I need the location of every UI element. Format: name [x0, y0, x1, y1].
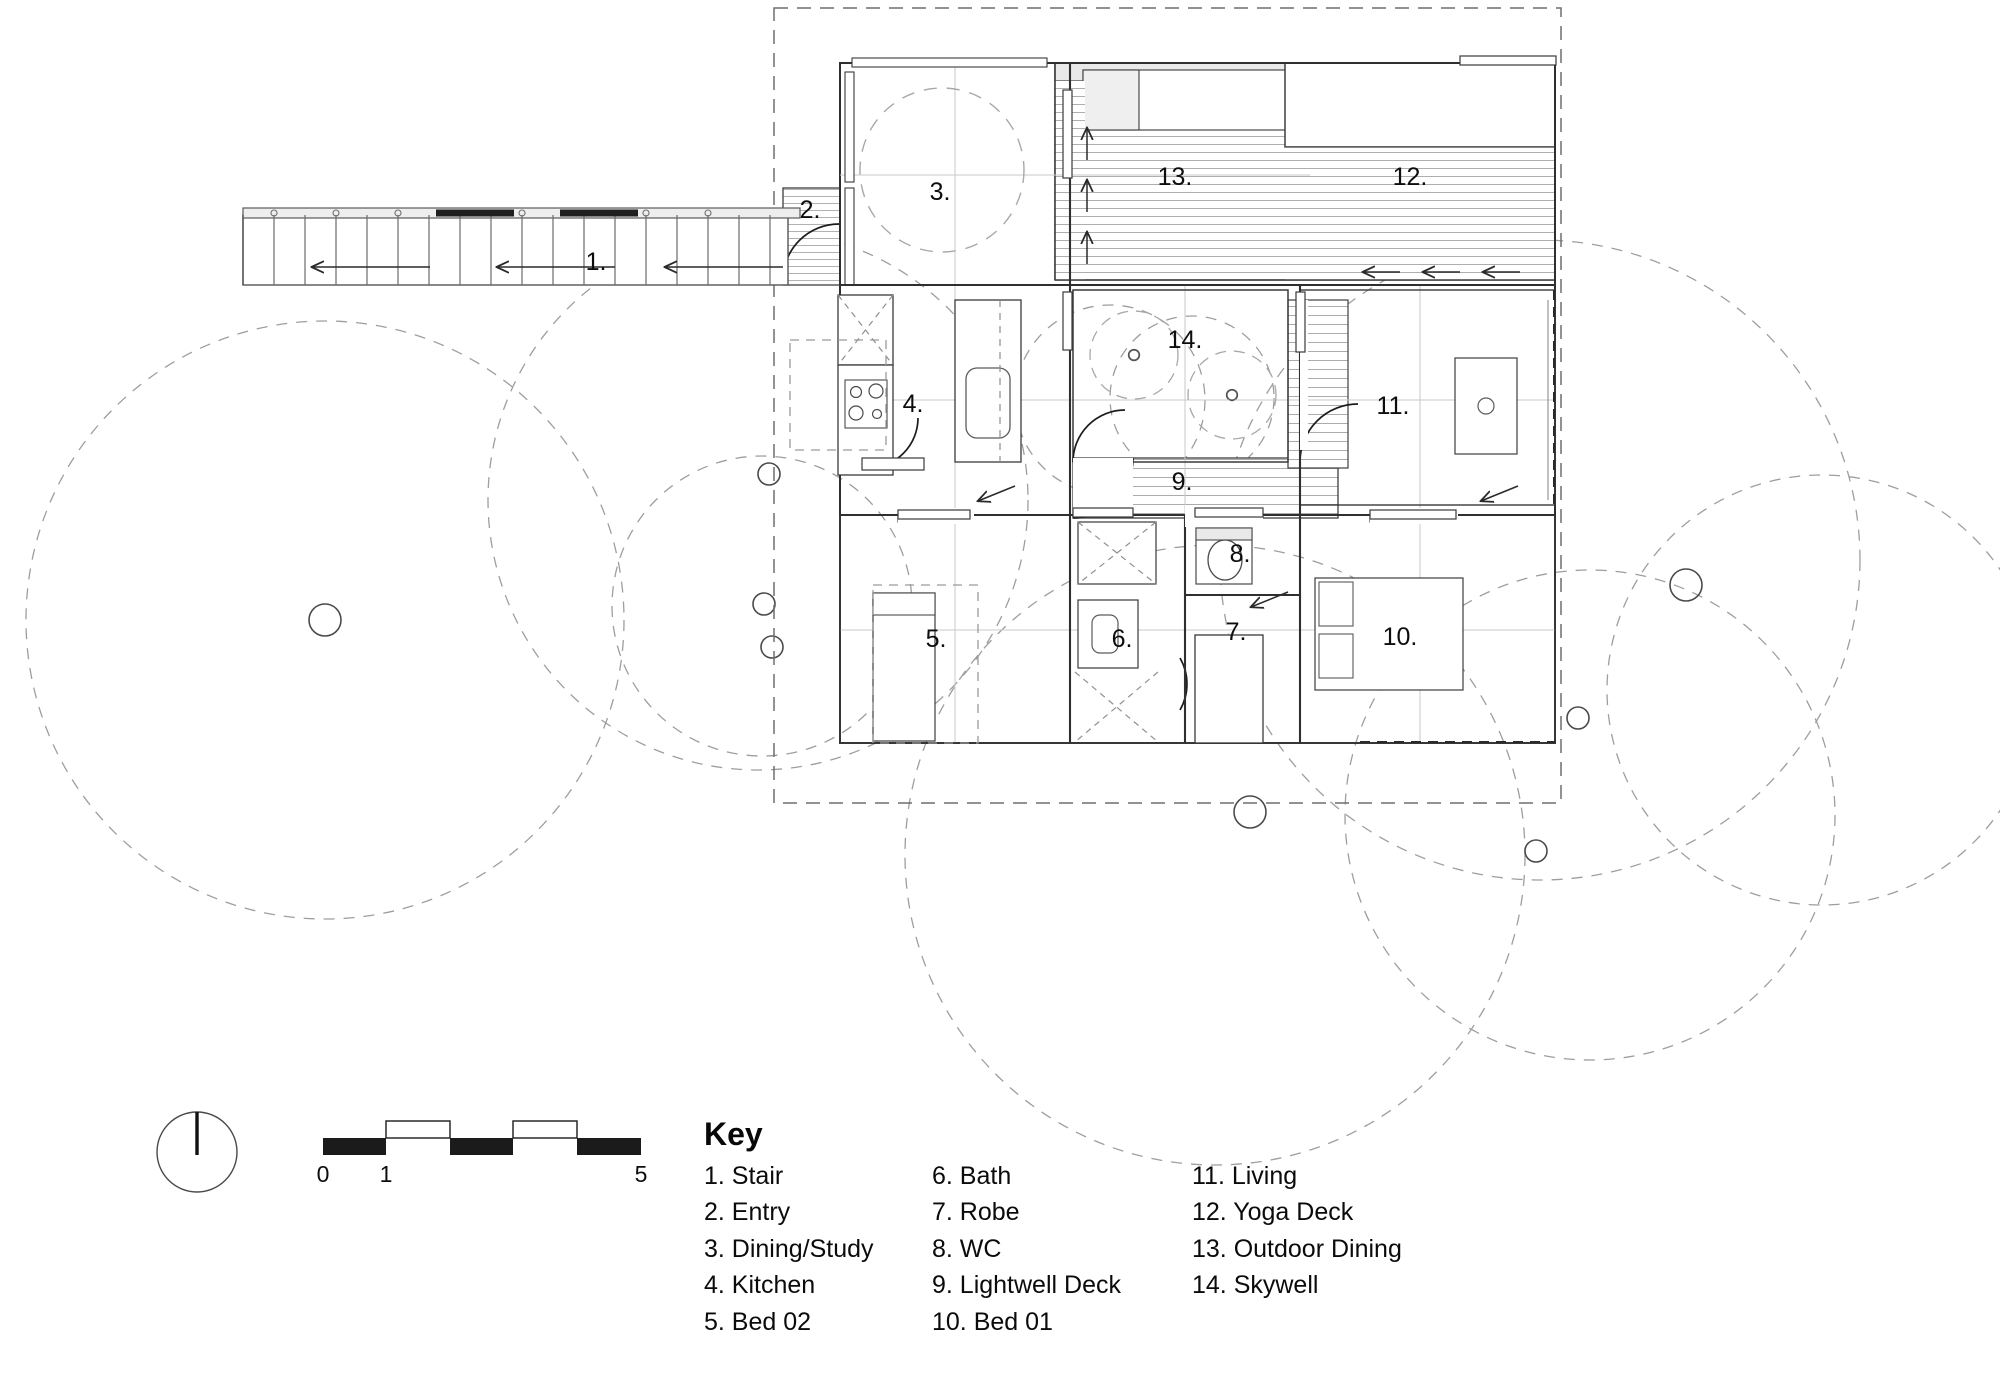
room-label-9: 9. [1172, 468, 1193, 496]
scale-tick-1: 1 [380, 1161, 393, 1187]
room-label-6: 6. [1112, 625, 1133, 653]
stair-flight [242, 207, 801, 286]
room-living [1299, 289, 1556, 506]
key-item-bed-02: 5. Bed 02 [704, 1307, 812, 1336]
key-item-dining-study: 3. Dining/Study [704, 1234, 874, 1263]
key-item-living: 11. Living [1192, 1161, 1298, 1190]
key-column-3: 11. Living 12. Yoga Deck 13. Outdoor Din… [1192, 1158, 1442, 1304]
room-wc [1184, 514, 1301, 607]
key-columns: 1. Stair 2. Entry 3. Dining/Study 4. Kit… [704, 1158, 1444, 1341]
room-bath [1069, 514, 1188, 744]
room-number-labels: 1. 2. 3. 4. 5. 6. 7. 8. 9. 10. 11. 12. 1… [586, 163, 1428, 653]
key-item-robe: 7. Robe [932, 1198, 1020, 1227]
room-kitchen [789, 294, 1022, 501]
room-bed-01 [1299, 512, 1556, 744]
key-item-outdoor-dining: 13. Outdoor Dining [1192, 1234, 1402, 1263]
key-item-entry: 2. Entry [704, 1198, 791, 1227]
room-label-14: 14. [1168, 326, 1203, 354]
key-item-bed-01: 10. Bed 01 [932, 1307, 1053, 1336]
room-skywell [1072, 289, 1289, 463]
key-item-lightwell-deck: 9. Lightwell Deck [932, 1271, 1121, 1300]
key-item-skywell: 14. Skywell [1192, 1271, 1319, 1300]
key-item-stair: 1. Stair [704, 1161, 784, 1190]
room-dining-study [844, 57, 1048, 286]
room-label-8: 8. [1230, 540, 1251, 568]
site-boundary [773, 7, 1562, 804]
key-item-wc: 8. WC [932, 1234, 1002, 1263]
key-title: Key [704, 1116, 763, 1152]
room-label-10: 10. [1383, 623, 1418, 651]
deck-entry [782, 187, 841, 286]
key-item-bath: 6. Bath [932, 1161, 1012, 1190]
room-label-5: 5. [926, 625, 947, 653]
room-label-3: 3. [930, 178, 951, 206]
room-label-4: 4. [903, 390, 924, 418]
room-label-13: 13. [1158, 163, 1193, 191]
key-column-2: 6. Bath 7. Robe 8. WC 9. Lightwell Deck … [932, 1158, 1192, 1341]
key-column-1: 1. Stair 2. Entry 3. Dining/Study 4. Kit… [704, 1158, 932, 1341]
key-legend: Key 1. Stair 2. Entry 3. Dining/Study 4.… [704, 1116, 1444, 1341]
scale-tick-0: 0 [317, 1161, 330, 1187]
scale-tick-5: 5 [635, 1161, 648, 1187]
room-label-1: 1. [586, 248, 607, 276]
room-label-2: 2. [800, 196, 821, 224]
key-item-yoga-deck: 12. Yoga Deck [1192, 1198, 1354, 1227]
deck-outdoor-dining-and-yoga [1054, 62, 1556, 281]
room-label-7: 7. [1226, 618, 1247, 646]
key-item-kitchen: 4. Kitchen [704, 1271, 816, 1300]
room-label-12: 12. [1393, 163, 1428, 191]
room-label-11: 11. [1377, 392, 1410, 420]
site-tree-trunks [308, 348, 1703, 863]
north-point-indicator [156, 1111, 238, 1193]
scale-bar: 0 1 5 [317, 1120, 648, 1187]
window-mullions [897, 55, 1557, 520]
